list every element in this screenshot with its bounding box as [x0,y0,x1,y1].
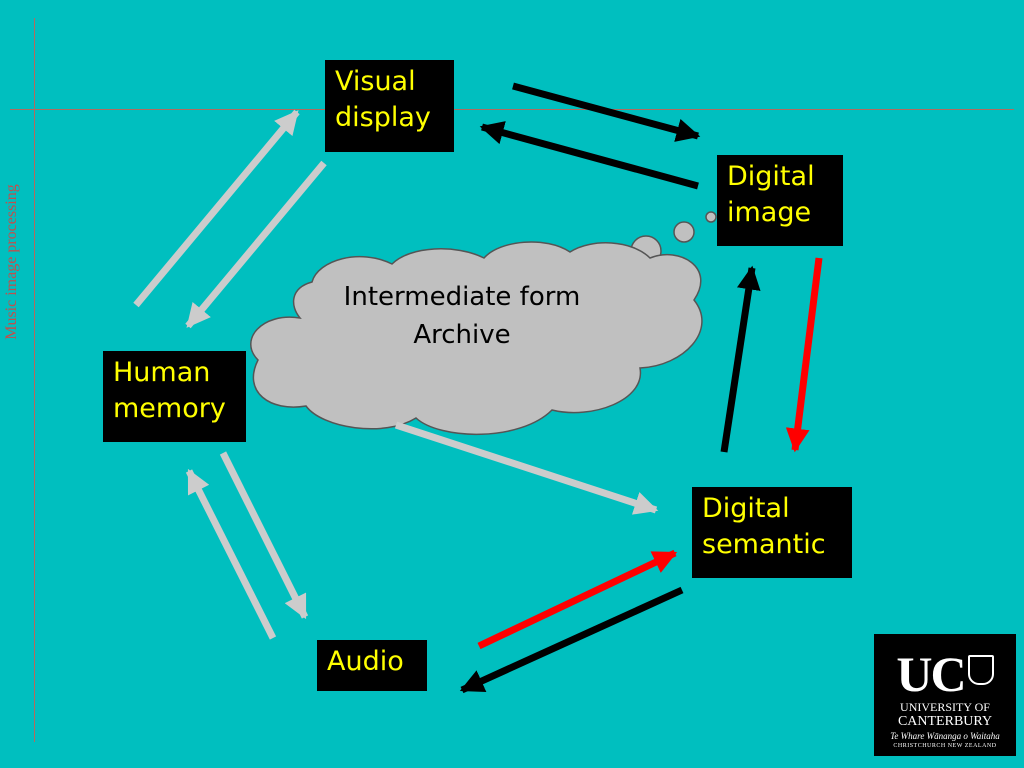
arrow-audio-to-memory [185,468,277,640]
arrow-semantic-to-image [720,265,761,453]
node-label-line1: Digital [702,493,790,524]
node-label-line2: display [335,102,431,133]
logo-uc-text: UC [896,646,966,702]
node-audio: Audio [317,640,427,691]
logo-line1: UNIVERSITY OF [900,700,990,714]
node-label-line1: Audio [327,646,404,677]
arrow-audio-to-semantic [477,549,678,650]
archive-cloud-label: Intermediate form Archive [282,278,642,354]
node-label-line2: memory [113,393,226,424]
arrow-memory-to-visual [133,109,300,308]
logo-line4: CHRISTCHURCH NEW ZEALAND [893,743,997,749]
arrow-visual-to-image [512,82,701,142]
crest-icon [967,655,994,685]
arrow-semantic-to-audio [459,586,684,694]
thought-bubble-small [705,211,717,223]
logo-line3: Te Whare Wānanga o Waitaha [890,731,1000,741]
arrow-visual-to-memory [185,160,327,329]
node-label-line2: image [727,197,812,228]
node-digital-semantic: Digital semantic [692,487,852,578]
arrow-image-to-visual [479,121,699,190]
node-label-line2: semantic [702,529,826,560]
cloud-label-line2: Archive [413,320,511,350]
archive-cloud [250,241,703,436]
horizontal-rule [10,109,1014,110]
node-visual-display: Visual display [325,60,454,152]
node-digital-image: Digital image [717,155,843,246]
node-label-line1: Human [113,357,211,388]
node-label-line1: Digital [727,161,815,192]
node-label-line1: Visual [335,66,416,97]
thought-bubble-medium [673,221,695,243]
arrow-archive-to-semantic [394,421,659,515]
arrow-image-to-semantic [785,257,823,453]
university-logo: UC UNIVERSITY OF CANTERBURY Te Whare Wān… [874,634,1016,756]
logo-line2: CANTERBURY [897,714,993,729]
vertical-rule [34,18,35,742]
cloud-label-line1: Intermediate form [343,282,581,312]
logo-uc-wordmark: UC [874,648,1016,700]
arrow-memory-to-audio [219,451,309,620]
node-human-memory: Human memory [103,351,246,442]
